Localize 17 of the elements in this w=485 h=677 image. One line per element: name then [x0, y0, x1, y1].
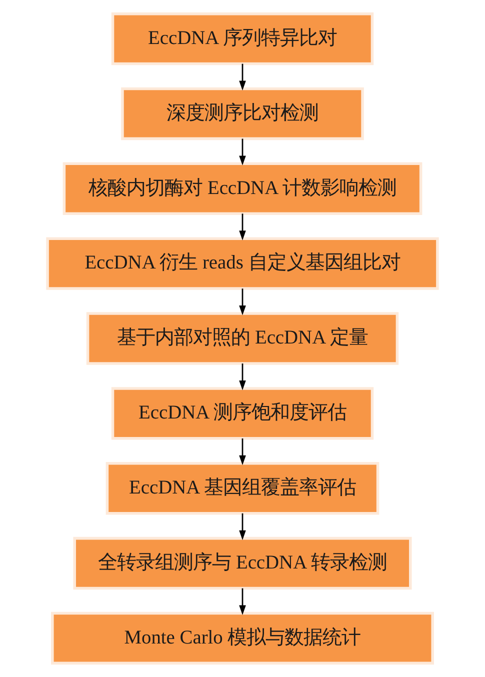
node-box: Monte Carlo 模拟与数据统计 — [51, 612, 434, 665]
arrow — [239, 288, 246, 316]
arrow — [239, 438, 246, 466]
arrow — [239, 364, 246, 390]
node-box: 核酸内切酶对 EccDNA 计数影响检测 — [62, 162, 422, 215]
arrow — [239, 214, 246, 240]
node-box: 全转录组测序与 EccDNA 转录检测 — [73, 536, 412, 590]
arrow — [239, 588, 246, 615]
node-box: 基于内部对照的 EccDNA 定量 — [86, 312, 399, 365]
node-box: 深度测序比对检测 — [121, 87, 364, 140]
node-box: EccDNA 测序饱和度评估 — [111, 387, 374, 440]
arrow — [239, 513, 246, 540]
node-box: EccDNA 基因组覆盖率评估 — [106, 462, 380, 515]
node-box: EccDNA 衍生 reads 自定义基因组比对 — [46, 237, 439, 290]
node-box: EccDNA 序列特异比对 — [111, 12, 374, 66]
arrow — [239, 138, 246, 166]
arrow — [239, 64, 246, 91]
